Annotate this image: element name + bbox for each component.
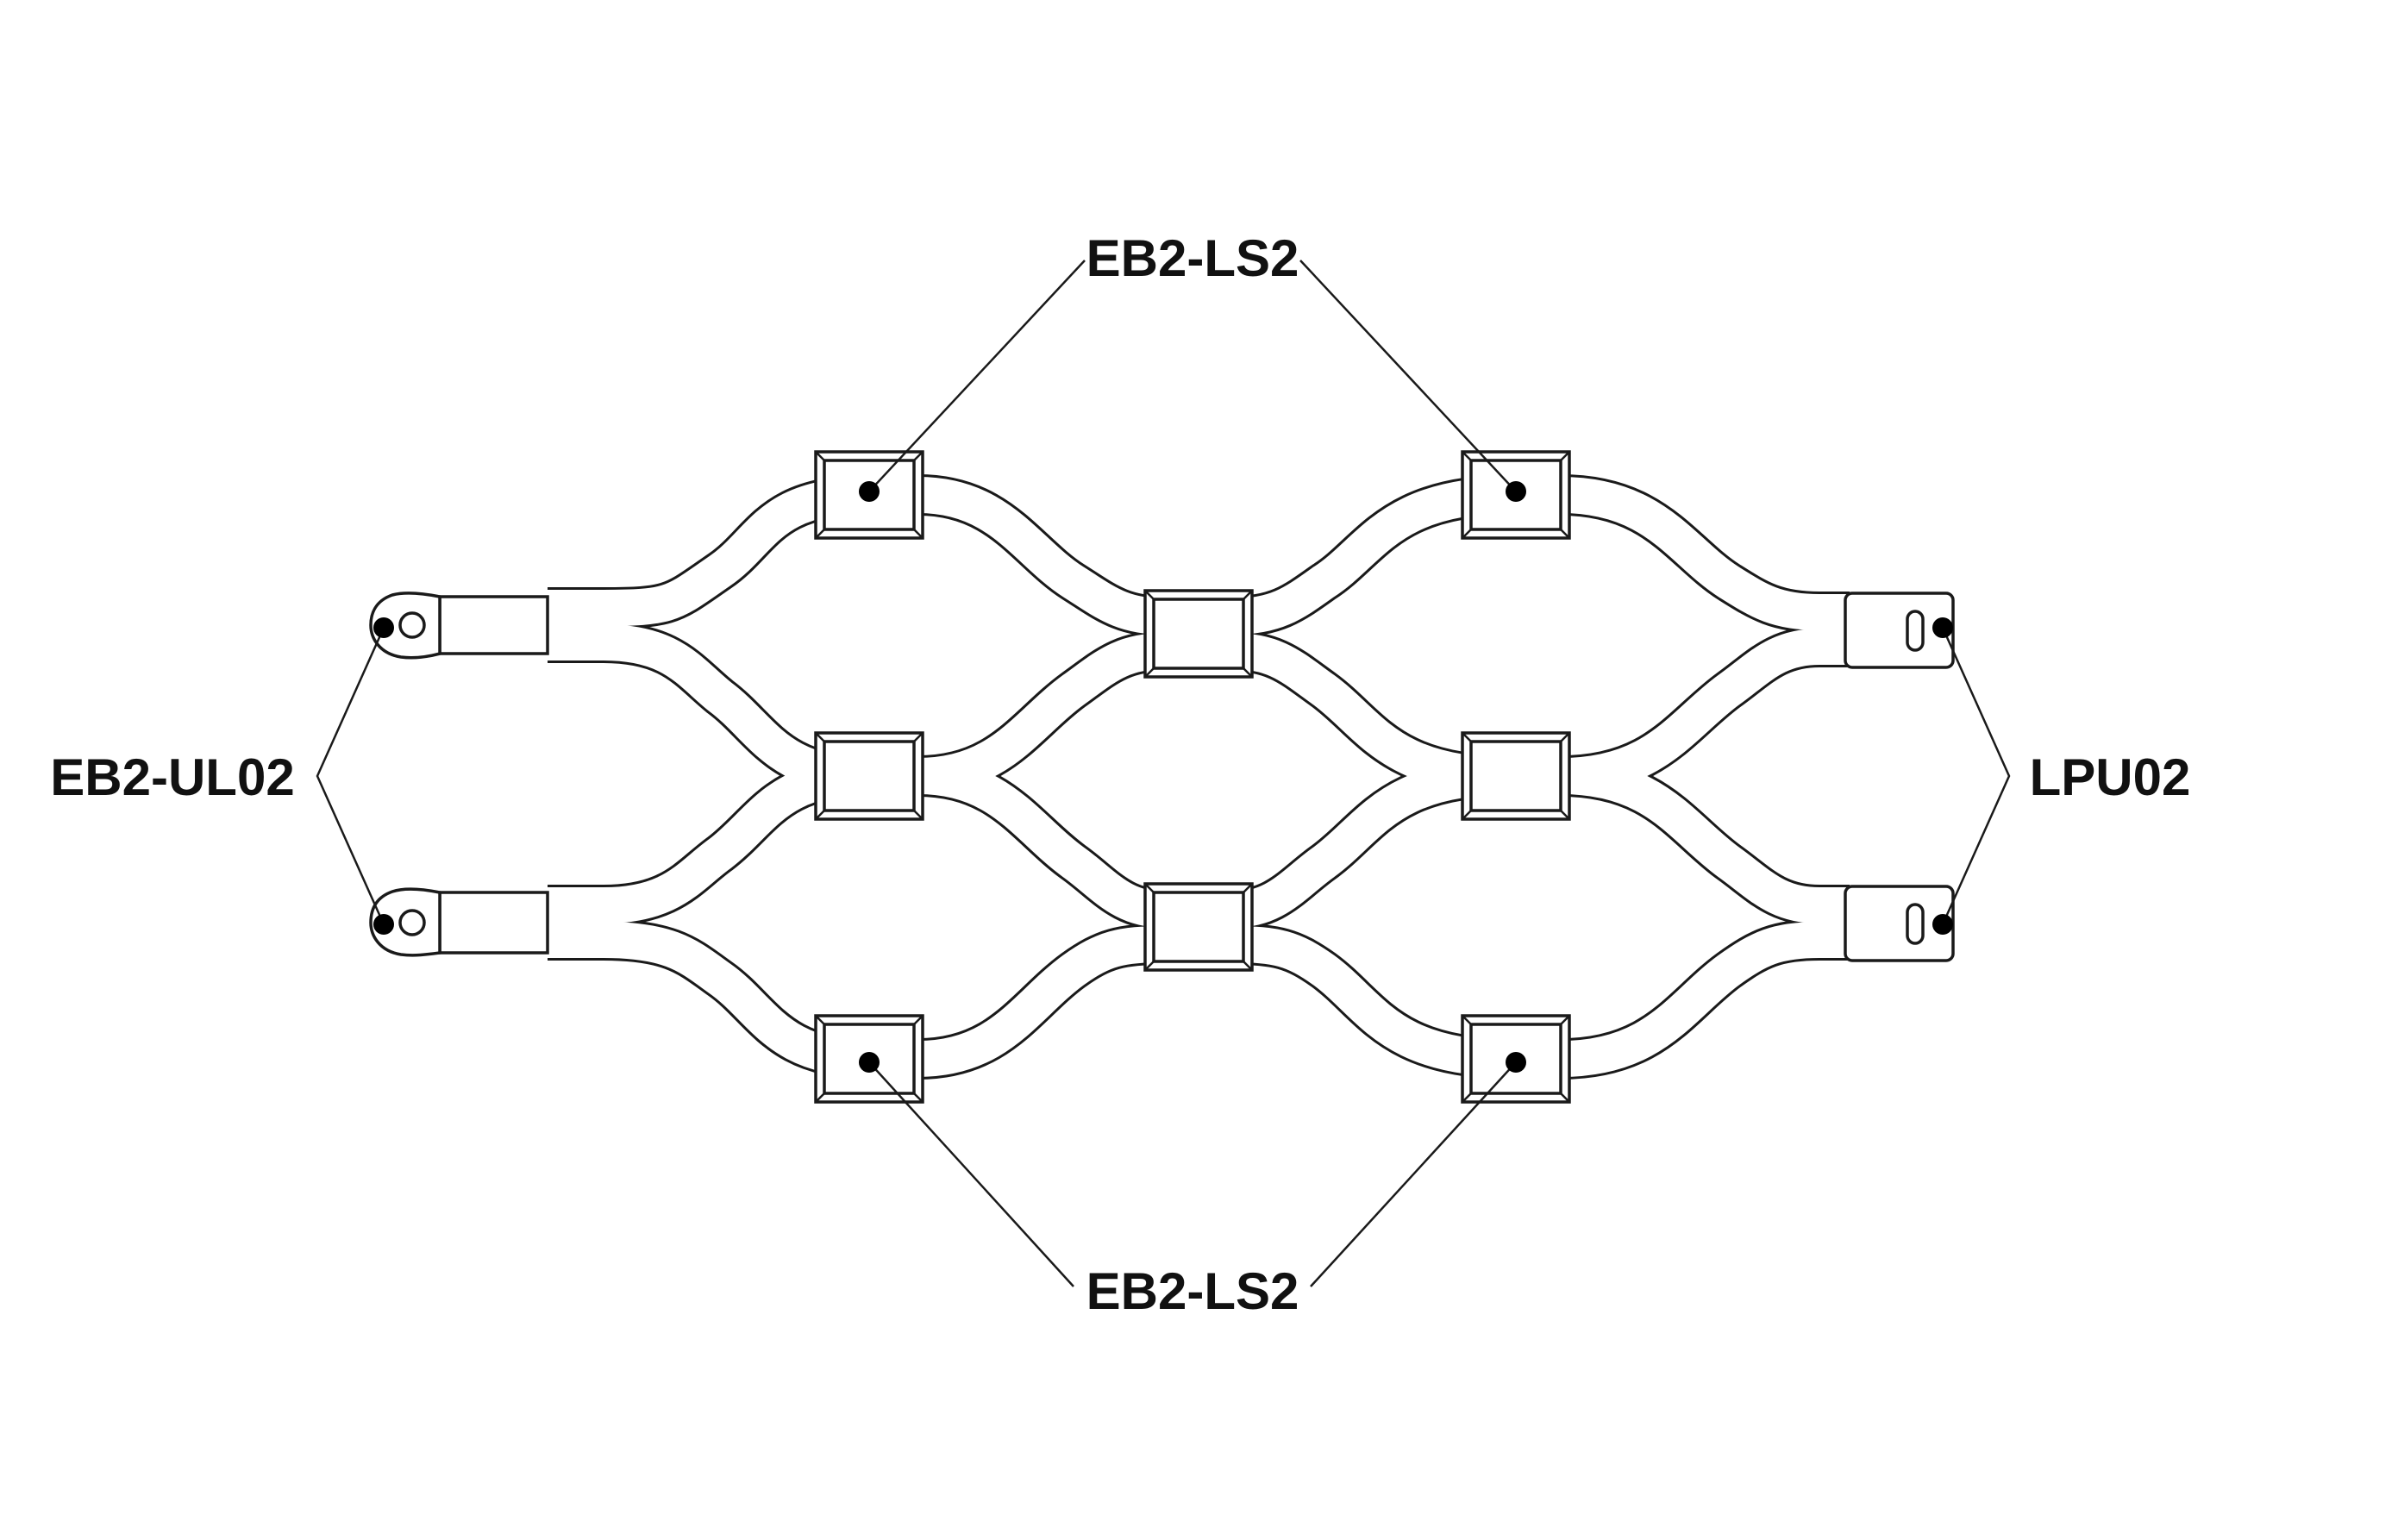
leader-line	[868, 260, 1086, 492]
socket-connector	[814, 450, 924, 540]
socket-group	[814, 450, 1571, 1104]
label-top: EB2-LS2	[1086, 229, 1299, 287]
label-bottom: EB2-LS2	[1086, 1262, 1299, 1320]
ring-terminal-bottom	[369, 887, 549, 957]
cable-harness	[548, 474, 1850, 1080]
leader-line	[1941, 627, 2011, 925]
indicator-dot	[1932, 914, 1953, 935]
socket-connector	[1461, 731, 1571, 821]
indicator-dot	[1932, 617, 1953, 638]
ring-terminal-top	[369, 592, 549, 660]
end-plug-bottom	[1844, 885, 1955, 962]
socket-connector	[1143, 882, 1254, 972]
indicator-dot	[1506, 1052, 1526, 1073]
socket-connector	[814, 731, 924, 821]
label-left: EB2-UL02	[50, 748, 294, 806]
indicator-dot	[373, 617, 394, 638]
label-right: LPU02	[2030, 748, 2191, 806]
indicator-dot	[859, 481, 880, 502]
indicator-dot	[859, 1052, 880, 1073]
leader-line	[1299, 260, 1517, 492]
leader-lines	[316, 260, 2011, 1287]
leader-line	[1310, 1061, 1517, 1287]
indicator-dots	[373, 481, 1953, 1073]
leader-line	[868, 1061, 1074, 1287]
socket-connector	[1143, 589, 1254, 679]
indicator-dot	[373, 914, 394, 935]
end-plug-top	[1844, 592, 1955, 669]
leader-line	[316, 627, 385, 925]
indicator-dot	[1506, 481, 1526, 502]
socket-connector	[1461, 450, 1571, 540]
